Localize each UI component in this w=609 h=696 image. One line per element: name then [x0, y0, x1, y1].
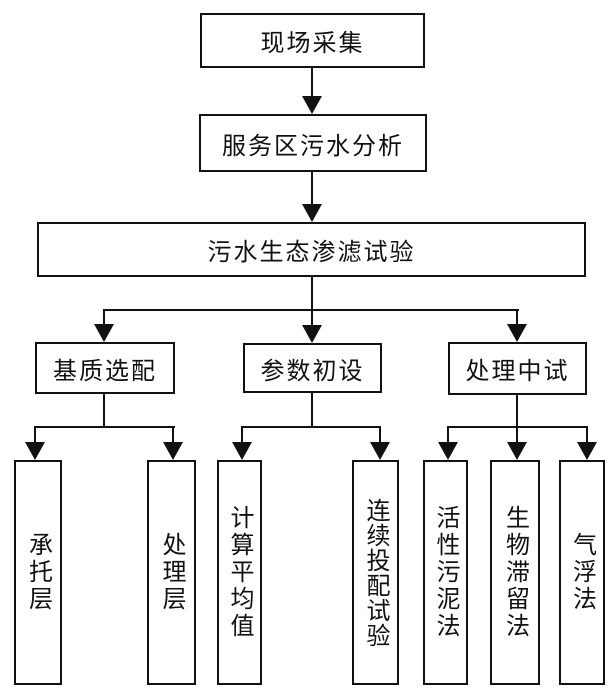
- node-calc-average: 计算平均值: [217, 460, 262, 685]
- connector-line: [311, 309, 313, 327]
- arrow-down-icon: [507, 442, 527, 460]
- connector-line: [379, 426, 381, 442]
- connector-line: [172, 426, 174, 442]
- node-continuous-dosing: 连续投配试验: [352, 460, 399, 685]
- node-sewage-analysis: 服务区污水分析: [199, 114, 427, 172]
- arrow-down-icon: [232, 442, 252, 460]
- arrow-down-icon: [25, 442, 45, 460]
- node-bioretention: 生物滞留法: [490, 460, 540, 685]
- arrow-down-icon: [94, 324, 114, 342]
- node-pilot-treatment: 处理中试: [448, 342, 587, 395]
- connector-line: [103, 394, 105, 428]
- node-bioretention-label: 生物滞留法: [501, 505, 528, 640]
- node-calc-average-label: 计算平均值: [226, 505, 252, 640]
- node-continuous-dosing-label: 连续投配试验: [362, 497, 388, 648]
- arrow-down-icon: [507, 324, 527, 342]
- node-support-layer-label: 承托层: [24, 532, 51, 613]
- connector-line: [516, 309, 518, 326]
- connector-line: [311, 68, 313, 98]
- arrow-down-icon: [370, 442, 390, 460]
- connector-line: [311, 277, 313, 311]
- arrow-down-icon: [163, 442, 183, 460]
- arrow-down-icon: [577, 442, 597, 460]
- connector-line: [34, 426, 175, 428]
- node-support-layer: 承托层: [14, 460, 62, 685]
- node-field-collection: 现场采集: [200, 13, 425, 68]
- arrow-down-icon: [302, 96, 322, 114]
- node-substrate-selection: 基质选配: [35, 342, 175, 394]
- connector-line: [311, 172, 313, 206]
- connector-line: [311, 393, 313, 428]
- connector-line: [34, 426, 36, 442]
- connector-line: [241, 426, 243, 442]
- connector-line: [516, 426, 518, 442]
- arrow-down-icon: [302, 325, 322, 343]
- arrow-down-icon: [302, 204, 322, 222]
- connector-line: [447, 426, 449, 442]
- arrow-down-icon: [438, 442, 458, 460]
- node-parameter-init: 参数初设: [243, 343, 382, 393]
- connector-line: [586, 426, 588, 442]
- node-activated-sludge: 活性污泥法: [423, 460, 468, 685]
- connector-line: [241, 426, 381, 428]
- connector-line: [516, 395, 518, 428]
- node-air-flotation-label: 气浮法: [568, 532, 595, 613]
- node-air-flotation: 气浮法: [559, 460, 605, 685]
- node-treatment-layer-label: 处理层: [158, 532, 184, 613]
- node-infiltration-test: 污水生态渗滤试验: [37, 222, 586, 277]
- node-treatment-layer: 处理层: [147, 460, 196, 685]
- connector-line: [103, 309, 105, 326]
- node-activated-sludge-label: 活性污泥法: [432, 505, 458, 640]
